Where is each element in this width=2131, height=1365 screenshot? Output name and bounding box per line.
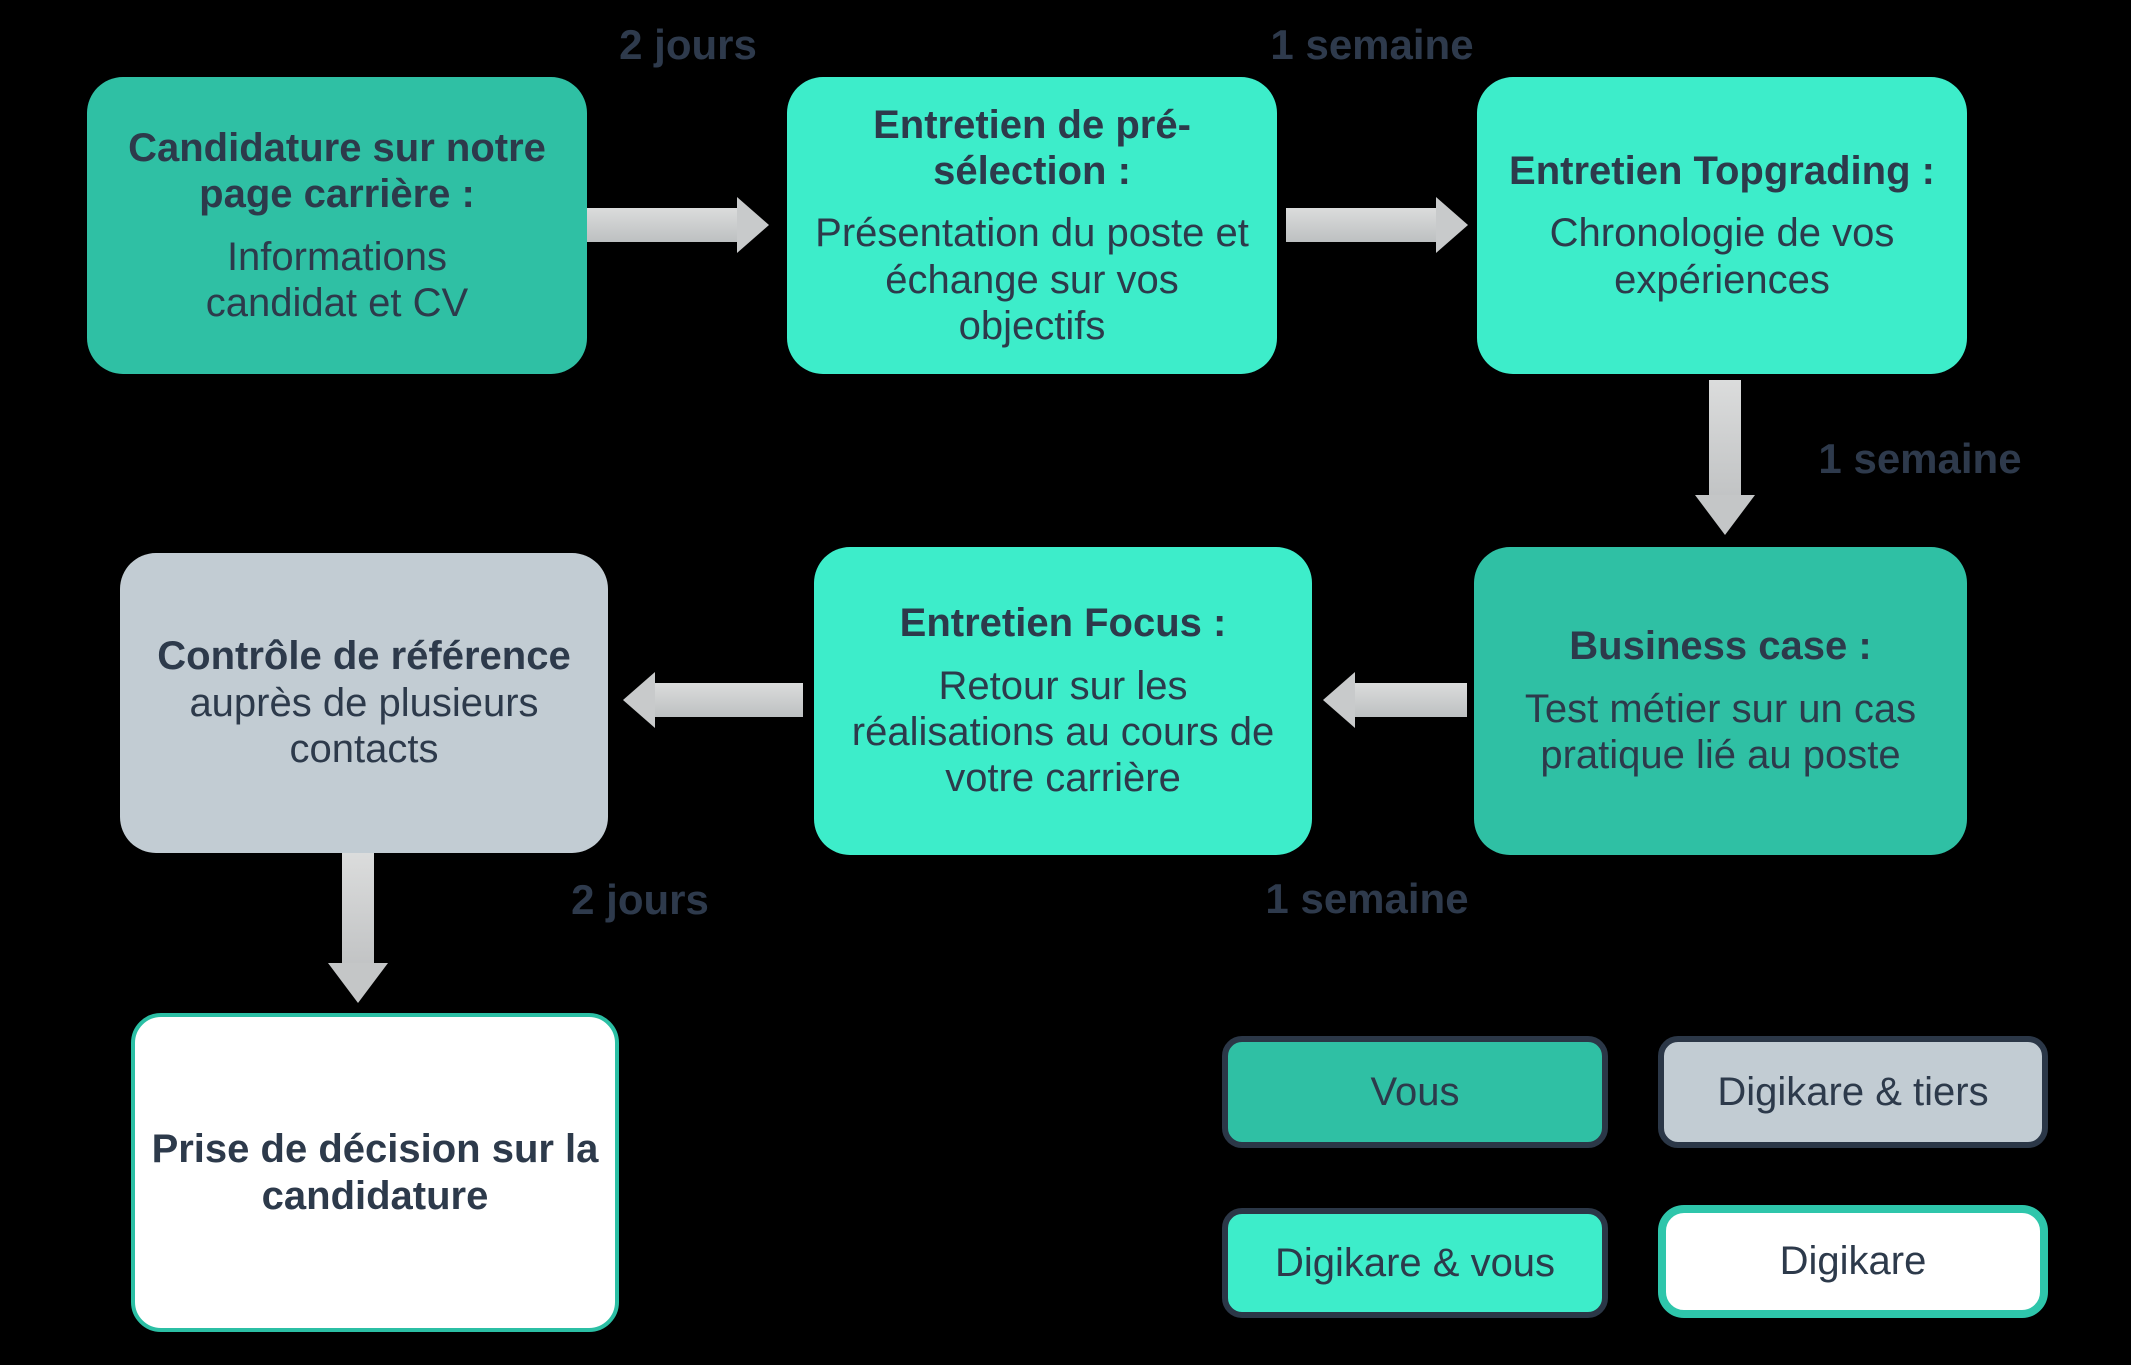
node-topgrading-title: Entretien Topgrading : (1509, 148, 1935, 193)
arrow-shaft (1709, 380, 1741, 495)
legend-item-digikare-tiers-label: Digikare & tiers (1717, 1069, 1989, 1114)
arrow-head-left-icon (1323, 672, 1355, 728)
duration-label-4: 2 jours (571, 876, 709, 923)
arrow-shaft (587, 208, 739, 242)
legend-item-digikare-label: Digikare (1779, 1239, 1927, 1283)
arrow-candidature-to-preselection (587, 197, 769, 253)
node-candidature: Candidature sur notre page carrière : In… (87, 77, 587, 374)
arrow-shaft (653, 683, 803, 717)
arrow-shaft (342, 853, 374, 963)
arrow-head-right-icon (1436, 197, 1468, 253)
node-business-case-body: Test métier sur un cas pratique lié au p… (1524, 686, 1917, 778)
arrow-head-left-icon (623, 672, 655, 728)
duration-label-1: 2 jours (619, 21, 757, 68)
legend-item-digikare-vous: Digikare & vous (1222, 1208, 1608, 1318)
node-candidature-title: Candidature sur notre page carrière : (128, 125, 546, 217)
node-candidature-body: Informations candidat et CV (205, 234, 469, 325)
legend-item-digikare-vous-label: Digikare & vous (1274, 1240, 1556, 1285)
node-reference-text: Contrôle de référence auprès de plusieur… (148, 633, 580, 772)
arrow-business-case-to-focus (1323, 672, 1467, 728)
node-preselection-title: Entretien de pré-sélection : (873, 102, 1191, 193)
node-business-case: Business case : Test métier sur un cas p… (1474, 547, 1967, 855)
arrow-topgrading-to-business-case (1695, 380, 1755, 535)
node-preselection-body: Présentation du poste et échange sur vos… (815, 211, 1249, 349)
arrow-head-down-icon (328, 963, 388, 1003)
node-reference-body: auprès de plusieurs contacts (189, 680, 539, 772)
node-focus: Entretien Focus : Retour sur les réalisa… (814, 547, 1312, 855)
legend-item-vous: Vous (1222, 1036, 1608, 1148)
node-decision: Prise de décision sur la candidature (131, 1013, 619, 1332)
duration-label-2: 1 semaine (1270, 21, 1474, 68)
arrow-head-down-icon (1695, 495, 1755, 535)
node-topgrading: Entretien Topgrading : Chronologie de vo… (1477, 77, 1967, 374)
arrow-shaft (1353, 683, 1467, 717)
duration-label-3: 1 semaine (1818, 435, 2022, 482)
node-focus-body: Retour sur les réalisations au cours de … (851, 663, 1275, 801)
arrow-preselection-to-topgrading (1286, 197, 1468, 253)
arrow-focus-to-reference (623, 672, 803, 728)
node-topgrading-body: Chronologie de vos expériences (1549, 211, 1895, 302)
node-preselection: Entretien de pré-sélection : Présentatio… (787, 77, 1277, 374)
arrow-shaft (1286, 208, 1438, 242)
legend-item-digikare-tiers: Digikare & tiers (1658, 1036, 2048, 1148)
node-reference-title: Contrôle de référence (157, 634, 571, 679)
legend-item-digikare: Digikare (1658, 1205, 2048, 1318)
legend-item-vous-label: Vous (1370, 1069, 1460, 1114)
arrow-head-right-icon (737, 197, 769, 253)
arrow-reference-to-decision (328, 853, 388, 1003)
node-decision-title: Prise de décision sur la candidature (151, 1127, 599, 1218)
node-focus-title: Entretien Focus : (899, 601, 1227, 646)
node-business-case-title: Business case : (1569, 624, 1872, 669)
duration-label-5: 1 semaine (1265, 875, 1469, 922)
node-reference: Contrôle de référence auprès de plusieur… (120, 553, 608, 853)
